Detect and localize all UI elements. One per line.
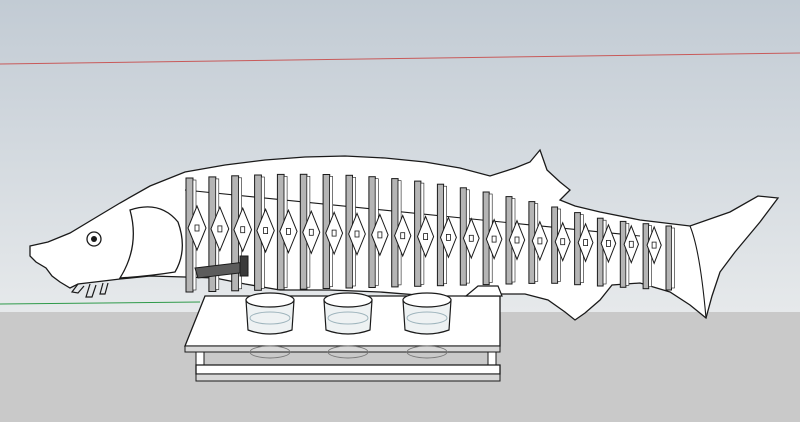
- gill-plate: [118, 206, 183, 279]
- link-hole-19: [606, 239, 611, 247]
- cup-group: [245, 292, 452, 359]
- link-hole-20: [628, 240, 634, 248]
- link-hole-3: [240, 226, 246, 234]
- link-hole-11: [423, 233, 429, 241]
- rib-20: [619, 220, 627, 288]
- display-stand[interactable]: [184, 285, 503, 382]
- link-hole-5: [285, 227, 291, 235]
- link-hole-13: [468, 234, 474, 242]
- rib-19: [596, 217, 604, 287]
- glass-cup-1: [245, 299, 295, 335]
- barbel-1: [70, 283, 85, 294]
- glass-cup-inner-3: [406, 311, 448, 325]
- barbel-3: [99, 282, 109, 295]
- link-hole-10: [400, 232, 406, 240]
- glass-cup-bottom-3: [406, 345, 448, 359]
- glass-cup-3: [402, 299, 452, 335]
- link-hole-4: [263, 227, 269, 235]
- link-hole-15: [514, 236, 520, 244]
- rib-18: [574, 212, 581, 286]
- glass-cup-rim-2: [323, 292, 373, 308]
- barbel-2: [85, 283, 97, 298]
- glass-cup-inner-2: [327, 311, 369, 325]
- stand-side-tab: [464, 285, 503, 297]
- glass-cup-inner-1: [249, 311, 291, 325]
- glass-cup-bottom-2: [327, 345, 369, 359]
- glass-cup-bottom-1: [249, 345, 291, 359]
- sturgeon-model[interactable]: [29, 148, 780, 321]
- eye-pupil: [91, 236, 97, 242]
- link-hole-6: [308, 228, 314, 236]
- glass-cup-rim-3: [402, 292, 452, 308]
- link-hole-7: [331, 229, 337, 237]
- link-hole-1: [194, 224, 200, 232]
- link-hole-2: [217, 225, 223, 233]
- stand-bottom-plate-edge: [195, 373, 501, 382]
- green-axis-line: [0, 301, 201, 305]
- diamond-link-group: [187, 204, 662, 265]
- link-hole-14: [491, 235, 497, 243]
- link-hole-12: [445, 233, 451, 241]
- crank-knob: [239, 255, 249, 277]
- rib-22: [665, 225, 672, 291]
- tail-fin: [689, 225, 707, 319]
- glass-cup-2: [323, 299, 373, 335]
- link-hole-21: [651, 241, 657, 249]
- stand-top-plate-edge: [184, 345, 501, 353]
- link-hole-18: [583, 239, 588, 247]
- link-hole-9: [377, 231, 383, 239]
- stand-bottom-plate: [195, 364, 501, 375]
- link-hole-17: [560, 238, 566, 246]
- rib-face-22: [671, 227, 675, 289]
- glass-cup-rim-1: [245, 292, 295, 308]
- link-hole-16: [537, 237, 543, 245]
- rib-21: [642, 223, 650, 290]
- red-axis-line: [0, 52, 800, 65]
- link-hole-8: [354, 230, 360, 238]
